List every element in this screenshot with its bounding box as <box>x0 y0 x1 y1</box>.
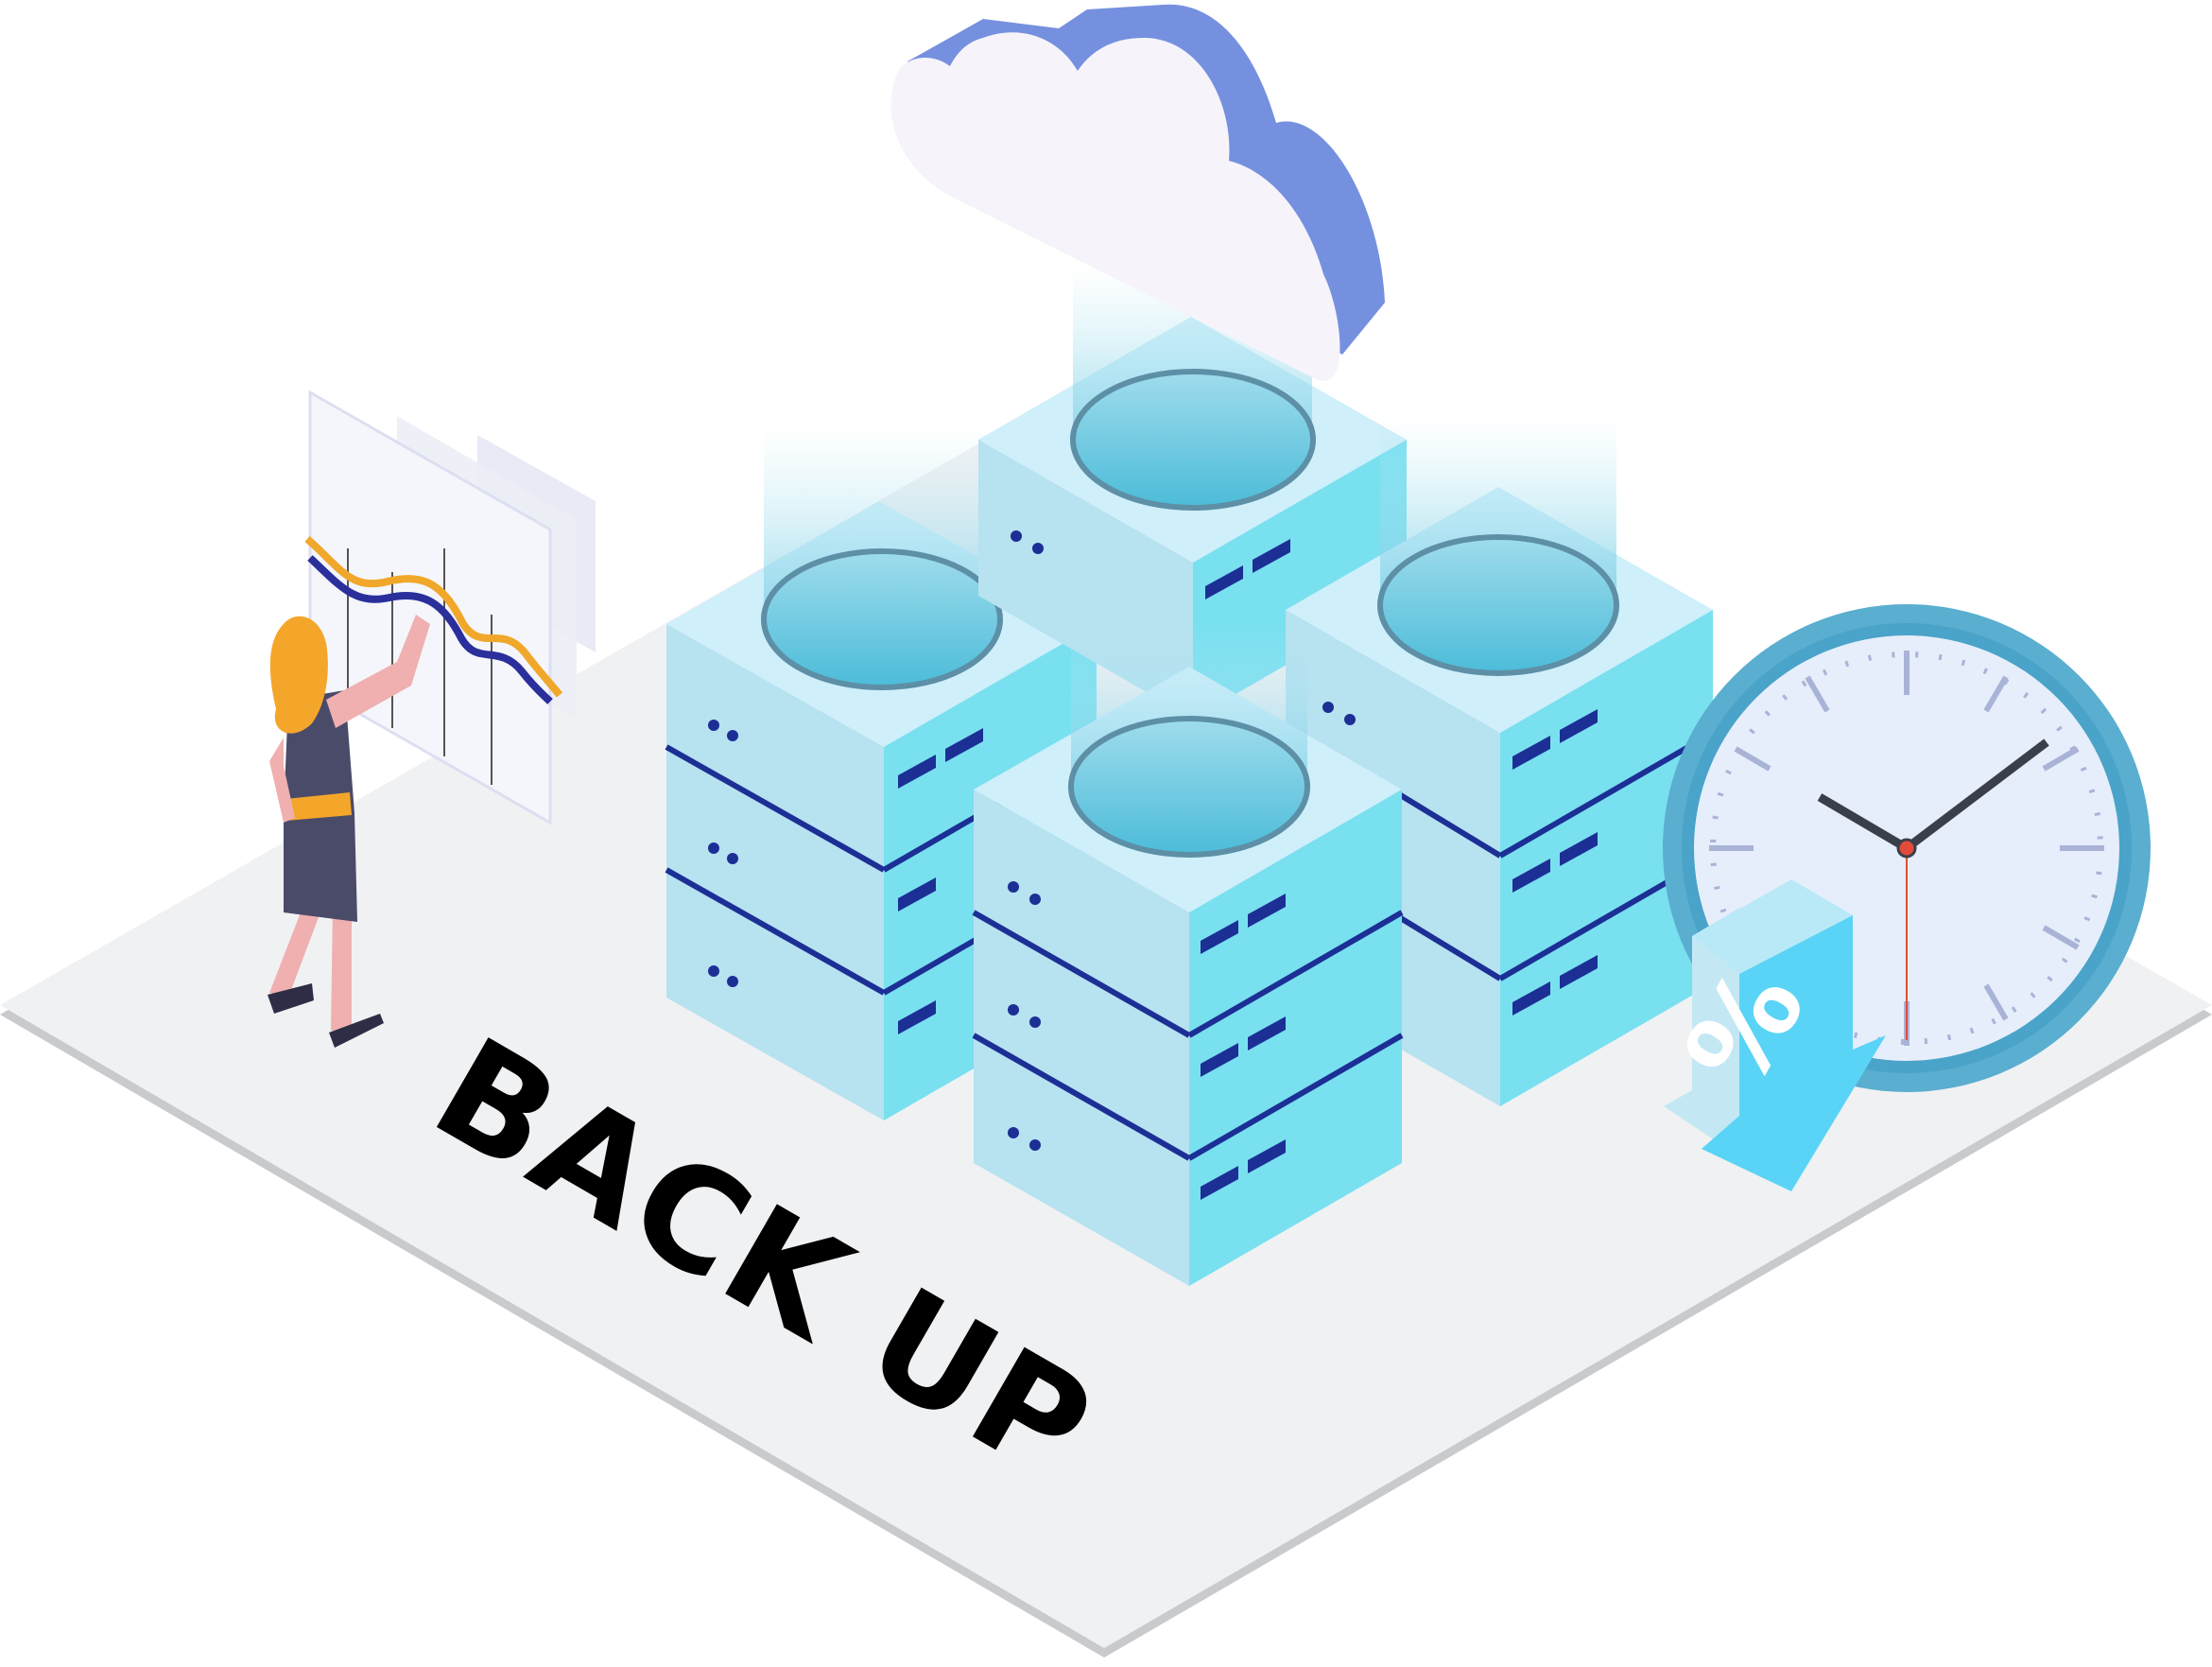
server-stack-icon <box>972 624 1404 1286</box>
chart-board-icon <box>304 390 596 825</box>
person-figure <box>268 615 430 1048</box>
percent-arrow-icon: % <box>1661 879 1886 1191</box>
cloud-icon <box>890 4 1385 381</box>
